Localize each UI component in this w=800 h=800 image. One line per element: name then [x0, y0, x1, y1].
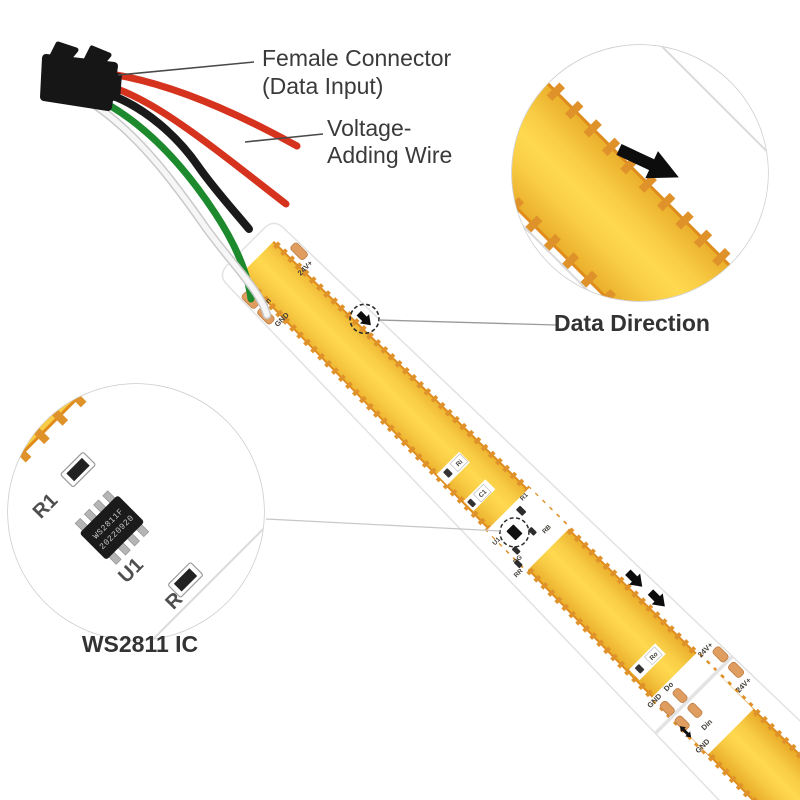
wire-white-ground	[90, 101, 270, 318]
component-ri: Ri	[436, 451, 470, 486]
female-connector-pointer-line	[117, 61, 255, 76]
voltage-wire-label-line1: Voltage-	[327, 115, 411, 141]
data-direction-arrow-icon	[616, 144, 679, 179]
connector-nose	[104, 70, 122, 102]
wire-red-voltage-1	[99, 69, 301, 150]
rr-resistor	[514, 559, 523, 569]
data-direction-label: Data Direction	[554, 310, 710, 336]
wire-black-voltage	[95, 87, 253, 233]
ro-label: Ro	[649, 651, 660, 662]
segment-joint: 24V+ Do GND 24V+ Din GND	[645, 640, 754, 755]
connector-body	[40, 54, 118, 111]
cob-band-zoom	[512, 68, 745, 301]
rb-resistor	[528, 527, 537, 536]
u1-label: U1	[491, 536, 502, 547]
ri-resistor	[443, 468, 453, 478]
voltage-wire-label-line2: Adding Wire	[327, 142, 452, 168]
ic-zoom-pointer-line	[265, 518, 501, 532]
ri-silkscreen-box	[449, 453, 469, 472]
rb-label: RB	[541, 524, 553, 536]
chip-body	[80, 496, 144, 559]
rg-label: RG	[512, 554, 524, 566]
pcb-edge-line	[101, 477, 264, 640]
printed-arrow-icon	[647, 589, 665, 607]
ro-silkscreen-box	[644, 646, 663, 666]
c1-label: C1	[478, 488, 489, 499]
pad-24v-left	[712, 646, 729, 663]
r1-label: R1	[519, 491, 530, 502]
cob-ticks-zoom	[512, 139, 674, 301]
pad-24v-right	[728, 661, 745, 678]
female-connector	[40, 41, 122, 111]
pad-24v-start	[290, 242, 308, 261]
printed-arrow-icon	[625, 569, 643, 587]
data-direction-pointer-line	[378, 319, 557, 326]
c1-capacitor	[467, 498, 476, 508]
component-c1: C1	[463, 479, 496, 512]
cut-line	[653, 654, 734, 735]
led-strip: Ri C1 R1 U1 RB RG RR 24V+	[221, 222, 800, 800]
pad-gnd-left	[659, 700, 675, 716]
pad-gnd-right	[674, 715, 690, 731]
rg-resistor	[512, 546, 521, 555]
ws2811-ic-label: WS2811 IC	[82, 631, 198, 657]
double-arrow-icon	[679, 726, 692, 738]
r1-resistor	[516, 505, 527, 516]
pcb-edge-line	[607, 45, 768, 206]
component-ro: Ro	[628, 643, 666, 681]
pad-do-left	[672, 688, 688, 704]
rr-label: RR	[513, 567, 525, 579]
c1-silkscreen-box	[472, 483, 492, 503]
voltage-wire-pointer-line	[244, 133, 324, 143]
cob-ticks-zoom	[8, 384, 163, 539]
zoom-resistor-bottom	[168, 562, 203, 598]
ic-component-zone: R1 U1 RB RG RR	[486, 487, 570, 579]
ro-resistor	[635, 664, 645, 674]
cob-ticks-zoom	[526, 61, 752, 287]
ri-label: Ri	[455, 459, 465, 469]
pcb-edge-line	[512, 151, 662, 301]
printed-arrow-icon	[356, 310, 371, 326]
female-connector-label-line2: (Data Input)	[262, 73, 383, 99]
zoom-resistor-top	[60, 452, 96, 488]
pad-din-right	[687, 702, 703, 718]
ws2811-chip	[506, 524, 523, 541]
female-connector-label-line1: Female Connector	[262, 45, 452, 71]
